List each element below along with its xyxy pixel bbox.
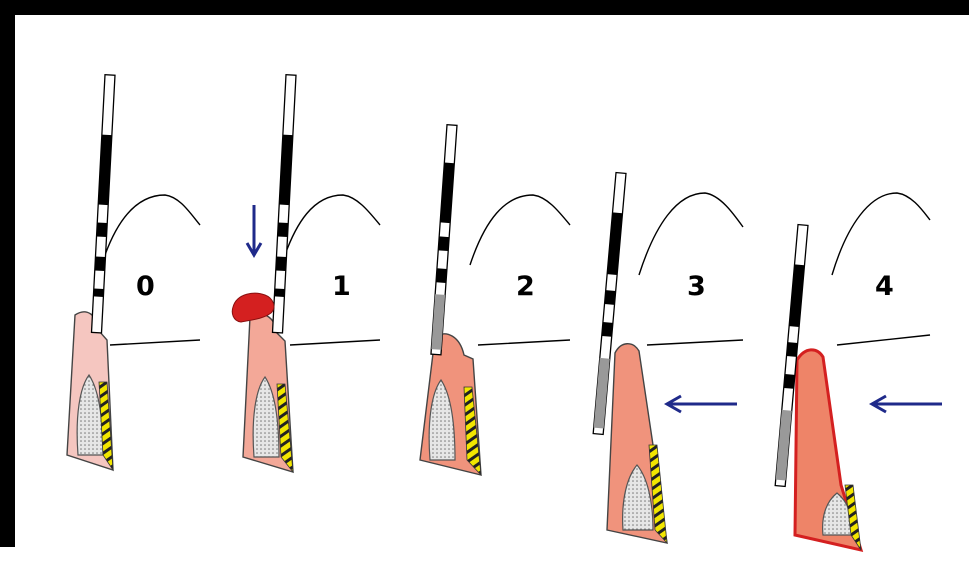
tooth-crown: [639, 193, 743, 345]
diagram-frame: 0 1 2: [0, 0, 969, 547]
stage-number-0: 0: [136, 271, 155, 302]
stage-number-1: 1: [332, 271, 351, 302]
stage-number-4: 4: [875, 271, 894, 302]
periodontal-probe-icon: [273, 75, 296, 333]
down-arrow-icon: [247, 205, 261, 255]
tooth-crown: [470, 195, 570, 345]
tooth-crown: [280, 195, 380, 345]
stage-1: 1: [232, 75, 380, 472]
left-arrow-icon: [667, 396, 737, 412]
stage-3: 3: [593, 173, 743, 543]
stage-number-3: 3: [687, 271, 706, 302]
tooth-crown: [100, 195, 200, 345]
stage-4: 4: [775, 193, 942, 550]
stage-number-2: 2: [516, 271, 535, 302]
periodontal-probe-icon: [431, 125, 457, 355]
left-arrow-icon: [872, 396, 942, 412]
periodontal-stages-diagram: 0 1 2: [15, 15, 969, 562]
stage-0: 0: [67, 75, 200, 470]
tooth-crown: [832, 193, 930, 345]
periodontal-probe-icon: [92, 75, 115, 333]
stage-2: 2: [420, 125, 570, 475]
